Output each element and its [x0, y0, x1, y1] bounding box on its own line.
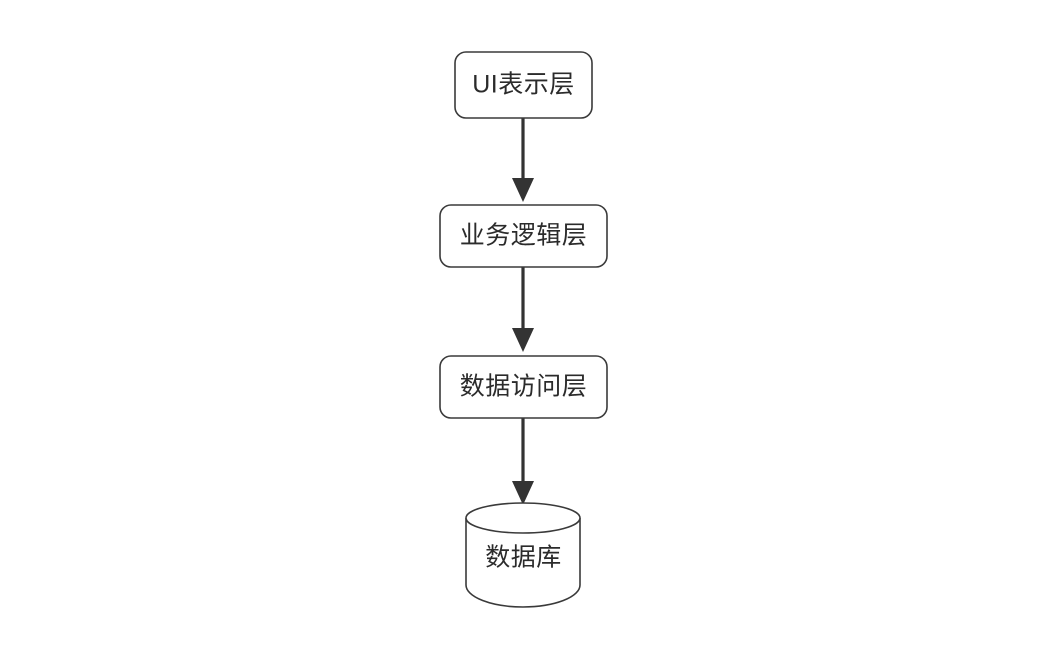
node-business-logic-layer-shape[interactable] — [439, 204, 608, 268]
node-business-logic-layer[interactable]: 业务逻辑层 — [439, 204, 608, 268]
node-business-logic-layer-label: 业务逻辑层 — [460, 222, 588, 250]
node-database-cylinder-top[interactable] — [465, 502, 581, 534]
node-database-label: 数据库 — [485, 544, 562, 572]
node-ui-layer-label: UI表示层 — [472, 71, 575, 99]
edge-data-to-database — [512, 418, 534, 505]
node-data-access-layer[interactable]: 数据访问层 — [439, 355, 608, 419]
edge-data-to-database-arrowhead — [512, 481, 534, 505]
node-database[interactable]: 数据库 — [465, 502, 581, 608]
node-data-access-layer-label: 数据访问层 — [460, 373, 588, 401]
node-database-cylinder-body[interactable] — [465, 518, 581, 608]
edge-ui-to-business-arrowhead — [512, 178, 534, 202]
edge-business-to-data-arrowhead — [512, 328, 534, 352]
node-data-access-layer-shape[interactable] — [439, 355, 608, 419]
edge-business-to-data — [512, 267, 534, 352]
node-ui-layer-shape[interactable] — [454, 51, 593, 119]
edge-ui-to-business — [512, 118, 534, 202]
node-ui-layer[interactable]: UI表示层 — [454, 51, 593, 119]
